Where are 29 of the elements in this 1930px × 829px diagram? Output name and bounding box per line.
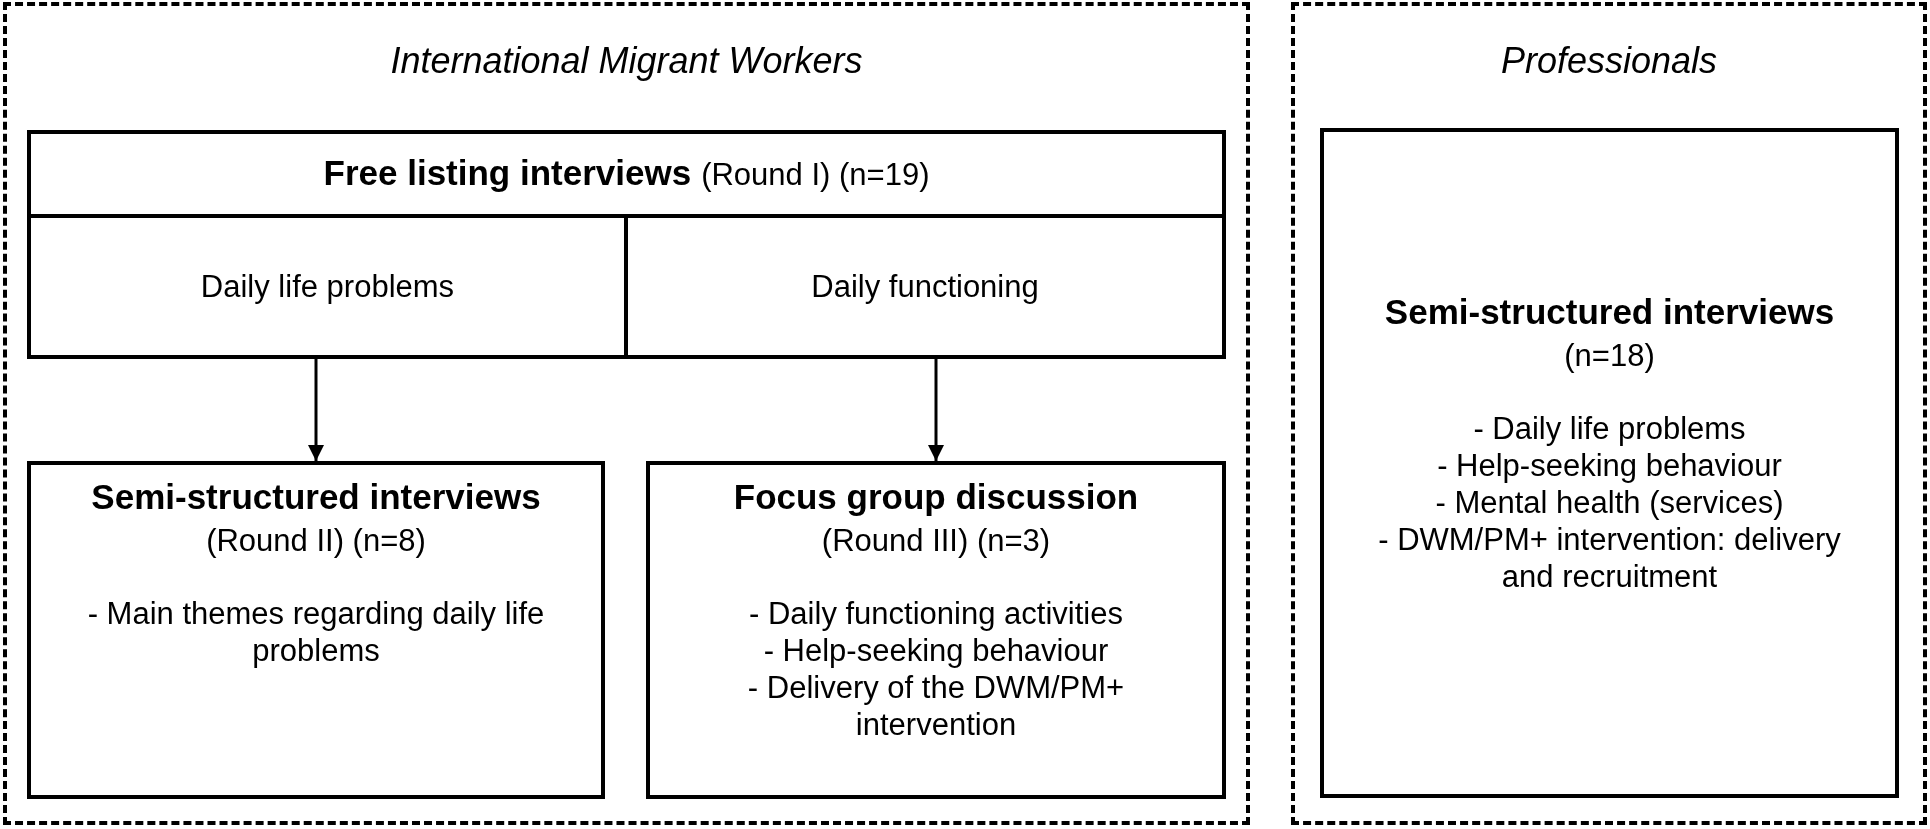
dashed-panel (3, 2, 1250, 825)
list-item: - DWM/PM+ intervention: delivery and recruitment (1377, 521, 1842, 595)
list-item: - Help-seeking behaviour (763, 632, 1109, 669)
list-item: - Daily life problems (1473, 410, 1746, 447)
box-subheading: (Round III) (n=3) (821, 523, 1051, 559)
table-cell (31, 214, 628, 355)
process-box (27, 461, 605, 799)
list-item: - Delivery of the DWM/PM+ intervention (746, 669, 1126, 743)
panel-title: Professionals (1500, 40, 1718, 82)
process-box (646, 461, 1226, 799)
cell-label: Daily life problems (200, 268, 455, 305)
list-item: - Help-seeking behaviour (1437, 447, 1782, 484)
arrow (928, 359, 944, 461)
arrow (308, 359, 324, 461)
panel-title: International Migrant Workers (390, 40, 863, 82)
box-heading: Semi-structured interviews (1384, 292, 1835, 332)
list-item: - Mental health (services) (1435, 484, 1784, 521)
dashed-panel (1291, 2, 1927, 825)
box-heading: Focus group discussion (733, 477, 1139, 517)
table-box (27, 130, 1226, 359)
box-subheading: (Round II) (n=8) (206, 523, 426, 559)
list-item: - Daily functioning activities (749, 595, 1123, 632)
process-box (1320, 128, 1899, 798)
round-info: (Round I) (n=19) (701, 156, 930, 194)
table-heading: Free listing interviews (323, 153, 692, 193)
list-item: - Main themes regarding daily life problems (86, 595, 546, 669)
box-heading: Semi-structured interviews (91, 477, 541, 517)
box-subheading: (n=18) (1564, 338, 1655, 374)
cell-label: Daily functioning (811, 268, 1039, 305)
